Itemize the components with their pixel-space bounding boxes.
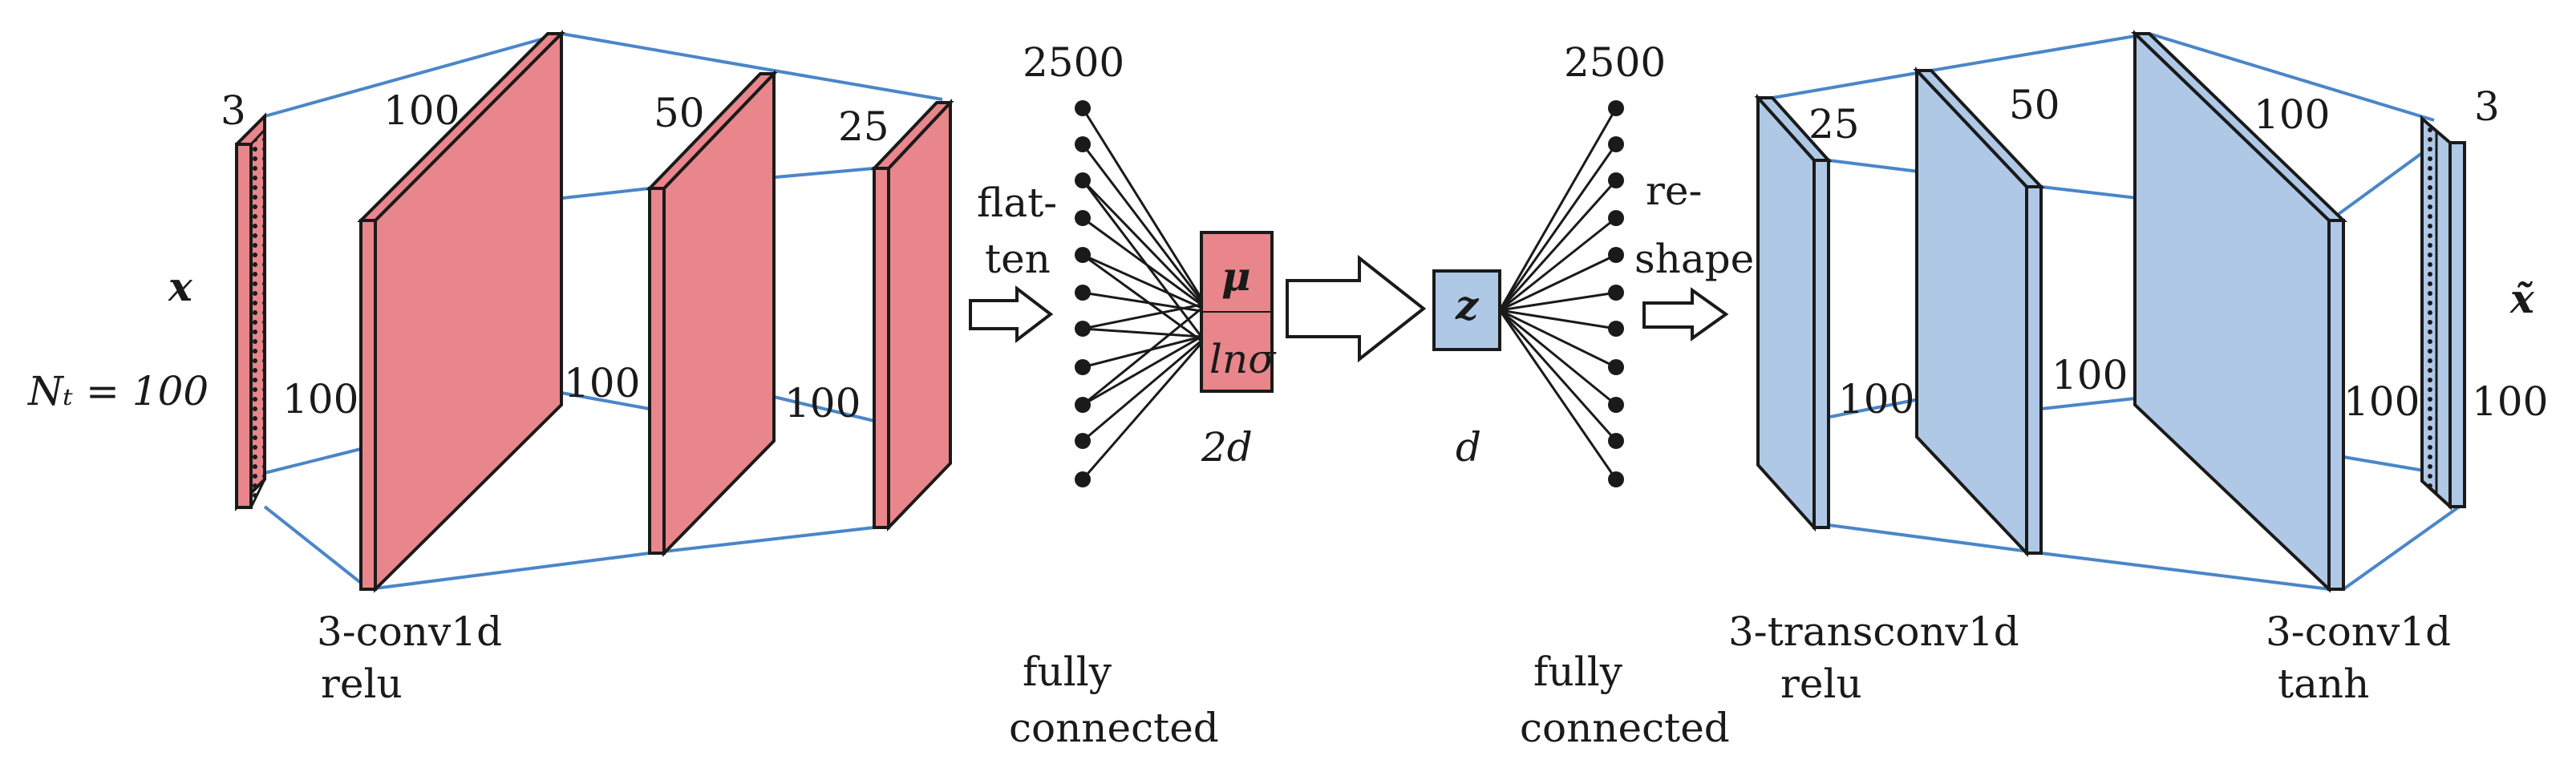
left-neuron-count-label: 2500 bbox=[1023, 39, 1124, 86]
decoder-layer-1-height-label: 100 bbox=[1838, 376, 1914, 422]
input-x-label: x bbox=[168, 263, 193, 310]
decoder-connectors bbox=[1772, 32, 2465, 591]
encoder-layer-1-channels-label: 100 bbox=[383, 87, 460, 134]
z-label: z bbox=[1455, 281, 1480, 329]
output-x-tilde-slab bbox=[2420, 115, 2466, 511]
right-fc-label-line1: fully bbox=[1533, 649, 1623, 695]
decoder-conv-label: 3-conv1d bbox=[2266, 608, 2451, 655]
input-height-label: 100 bbox=[282, 376, 358, 422]
decoder-layer-3-channels-label: 100 bbox=[2254, 91, 2330, 138]
decoder-layer-2-height-label: 100 bbox=[2051, 352, 2128, 398]
encoder-layer-1-slab bbox=[357, 30, 565, 593]
reshape-label-line2: shape bbox=[1634, 236, 1754, 282]
decoder-layer-1-channels-label: 25 bbox=[1808, 101, 1860, 148]
encoder-layer-2-height-label: 100 bbox=[784, 380, 861, 426]
decoder-conv-activation-label: tanh bbox=[2278, 661, 2369, 707]
latent-section: flat- ten 2500 bbox=[969, 39, 1754, 751]
decoder-transconv-activation-label: relu bbox=[1780, 661, 1862, 707]
z-box bbox=[1432, 269, 1501, 351]
encoder: 3 x Nₜ = 100 100 100 100 50 100 25 3-con… bbox=[27, 30, 954, 707]
decoder-layer-3-slab bbox=[2131, 30, 2347, 593]
right-fc-label-line2: connected bbox=[1520, 705, 1730, 751]
sampling-arrow bbox=[1286, 254, 1427, 363]
flatten-label-line2: ten bbox=[985, 236, 1051, 282]
flatten-label-line1: flat- bbox=[977, 180, 1057, 226]
left-fc-lines bbox=[1081, 107, 1203, 480]
right-neurons bbox=[1608, 100, 1624, 487]
encoder-layer-1-height-label: 100 bbox=[564, 360, 640, 406]
input-x-slab bbox=[235, 112, 266, 511]
reshape-label-line1: re- bbox=[1646, 168, 1702, 214]
decoder-transconv-label: 3-transconv1d bbox=[1728, 608, 2019, 655]
right-fc-lines bbox=[1498, 107, 1618, 480]
reshape-arrow bbox=[1642, 287, 1729, 342]
encoder-layer-2-channels-label: 50 bbox=[654, 90, 705, 136]
decoder-layer-2-slab bbox=[1913, 66, 2045, 558]
right-neuron-count-label: 2500 bbox=[1564, 39, 1666, 86]
left-fc-label-line1: fully bbox=[1023, 649, 1112, 695]
decoder-layer-3-height-label: 100 bbox=[2343, 378, 2420, 425]
input-length-label: Nₜ = 100 bbox=[27, 368, 209, 414]
mu-label: μ bbox=[1221, 253, 1251, 300]
encoder-layer-3-channels-label: 25 bbox=[838, 103, 889, 150]
encoder-activation-label: relu bbox=[321, 661, 403, 707]
decoder: 25 100 50 100 100 100 3 100 x̃ 3-transco… bbox=[1728, 30, 2548, 707]
encoder-conv-label: 3-conv1d bbox=[317, 608, 502, 655]
left-neurons bbox=[1075, 100, 1091, 487]
flatten-arrow bbox=[969, 285, 1054, 344]
output-height-label: 100 bbox=[2472, 378, 2548, 425]
decoder-layer-2-channels-label: 50 bbox=[2009, 82, 2060, 128]
d-label: d bbox=[1456, 424, 1481, 471]
encoder-layer-2-slab bbox=[646, 70, 778, 557]
decoder-layer-1-slab bbox=[1754, 93, 1833, 532]
mu-sigma-box bbox=[1200, 231, 1274, 393]
left-fc-label-line2: connected bbox=[1009, 705, 1219, 751]
ln-sigma-label: lnσ bbox=[1209, 336, 1277, 382]
output-channels-label: 3 bbox=[2474, 83, 2500, 130]
encoder-layer-3-slab bbox=[870, 98, 954, 531]
output-x-tilde-label: x̃ bbox=[2509, 275, 2535, 322]
two-d-label: 2d bbox=[1201, 424, 1253, 471]
input-channels-label: 3 bbox=[221, 87, 246, 134]
